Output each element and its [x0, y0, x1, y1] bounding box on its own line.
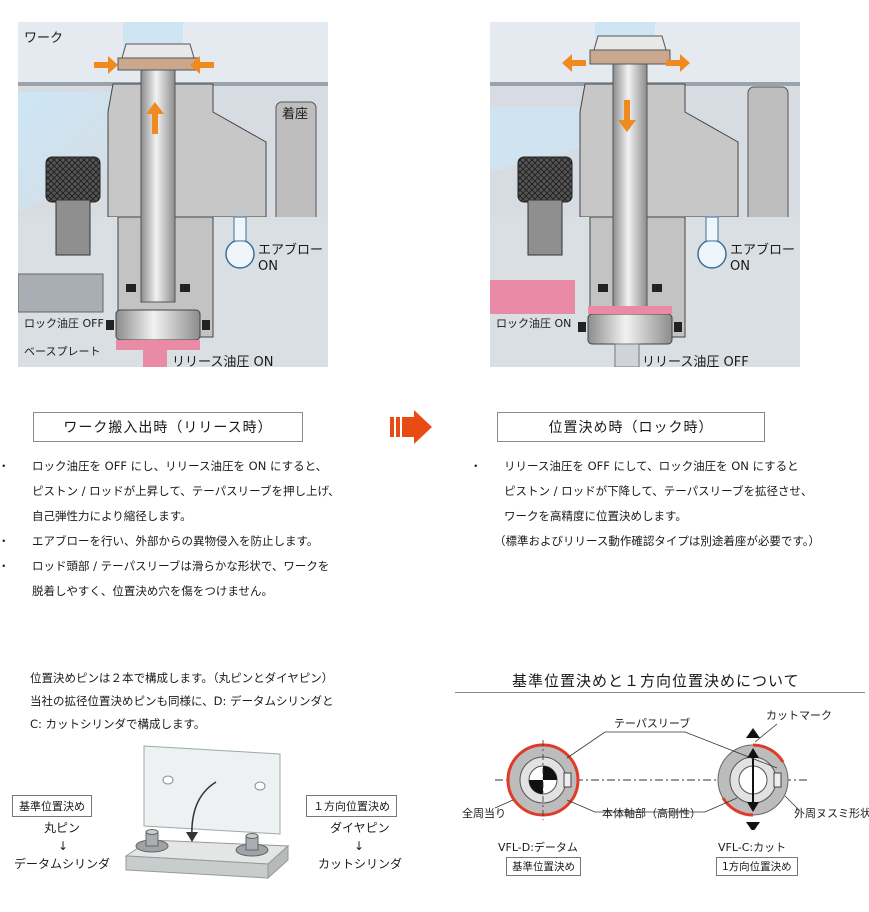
- list-item: ピストン / ロッドが下降して、テーパスリーブを拡径させ、: [504, 484, 813, 498]
- lock-diagram: エアブロー ON ロック油圧 ON: [490, 22, 800, 367]
- reference-diagram: [455, 700, 865, 830]
- lock-mode-title: 位置決め時（ロック時）: [497, 412, 765, 442]
- list-item: リリース油圧を OFF にして、ロック油圧を ON にすると: [470, 454, 820, 479]
- release-lock-oil-label: ロック油圧 OFF: [24, 317, 104, 330]
- datum-name-label: VFL-D:データム: [498, 841, 578, 854]
- reference-title-rule: [455, 692, 865, 693]
- list-item: ロック油圧を OFF にし、リリース油圧を ON にすると、: [0, 454, 340, 479]
- lock-release-oil-label: リリース油圧 OFF: [642, 355, 749, 370]
- taper-sleeve-label: テーパスリーブ: [614, 717, 691, 730]
- pin-left-tag: 基準位置決め: [12, 795, 92, 817]
- datum-tag: 基準位置決め: [506, 857, 581, 876]
- pin-left-line1: 丸ピン: [44, 821, 81, 835]
- outer-groove-label: 外周ヌスミ形状: [794, 807, 869, 820]
- pin-intro-line: 位置決めピンは２本で構成します。（丸ピンとダイヤピン）: [30, 671, 334, 685]
- pin-right-arrow: ↓: [354, 839, 365, 853]
- release-mode-title: ワーク搬入出時（リリース時）: [33, 412, 303, 442]
- full-contact-label: 全周当り: [462, 807, 506, 820]
- release-base-plate-label: ベースプレート: [24, 345, 101, 358]
- list-item: （標準およびリリース動作確認タイプは別途着座が必要です。）: [494, 534, 821, 548]
- reference-section-title: 基準位置決めと１方向位置決めについて: [512, 672, 800, 690]
- list-item: 脱着しやすく、位置決め穴を傷をつけません。: [32, 584, 274, 598]
- cut-mark-label: カットマーク: [766, 709, 832, 722]
- release-notes: ロック油圧を OFF にし、リリース油圧を ON にすると、 ピストン / ロッ…: [0, 454, 340, 604]
- release-work-label: ワーク: [24, 31, 64, 46]
- pin-intro: 位置決めピンは２本で構成します。（丸ピンとダイヤピン） 当社の拡径位置決めピンも…: [30, 667, 334, 736]
- pin-left-line2: データムシリンダ: [14, 857, 111, 871]
- lock-oil-label: ロック油圧 ON: [496, 317, 572, 330]
- list-item: 自己弾性力により縮径します。: [32, 509, 192, 523]
- list-item: エアブローを行い、外部からの異物侵入を防止します。: [0, 529, 340, 554]
- transition-arrow-icon: [390, 410, 432, 444]
- release-oil-label: リリース油圧 ON: [172, 355, 274, 370]
- cut-tag: 1方向位置決め: [716, 857, 798, 876]
- list-item: ロッド頭部 / テーパスリーブは滑らかな形状で、ワークを: [0, 554, 340, 579]
- body-axis-label: 本体軸部（高剛性）: [602, 807, 701, 820]
- release-air-blow-label: エアブロー: [258, 243, 324, 258]
- pin-right-tag: １方向位置決め: [306, 795, 397, 817]
- release-diagram-drawing: [18, 22, 328, 367]
- pin-right-line2: カットシリンダ: [318, 857, 403, 871]
- list-item: ワークを高精度に位置決めします。: [504, 509, 687, 523]
- pin-intro-line: C: カットシリンダで構成します。: [30, 717, 206, 731]
- lock-diagram-drawing: [490, 22, 800, 367]
- list-item: ピストン / ロッドが上昇して、テーパスリーブを押し上げ、: [32, 484, 340, 498]
- lock-air-blow-label: エアブロー: [730, 243, 796, 258]
- release-diagram: ワーク 着座 エアブロー ON ロック油圧 OFF ベースプレート: [18, 22, 328, 367]
- cut-name-label: VFL-C:カット: [718, 841, 787, 854]
- pin-intro-line: 当社の拡径位置決めピンも同様に、D: データムシリンダと: [30, 694, 334, 708]
- pin-illustration: [120, 742, 300, 887]
- lock-air-blow-state: ON: [730, 259, 750, 274]
- pin-right-line1: ダイヤピン: [330, 821, 390, 835]
- release-air-blow-state: ON: [258, 259, 278, 274]
- lock-notes: リリース油圧を OFF にして、ロック油圧を ON にすると ピストン / ロッ…: [470, 454, 821, 554]
- pin-left-arrow: ↓: [58, 839, 69, 853]
- release-seat-label: 着座: [282, 107, 309, 122]
